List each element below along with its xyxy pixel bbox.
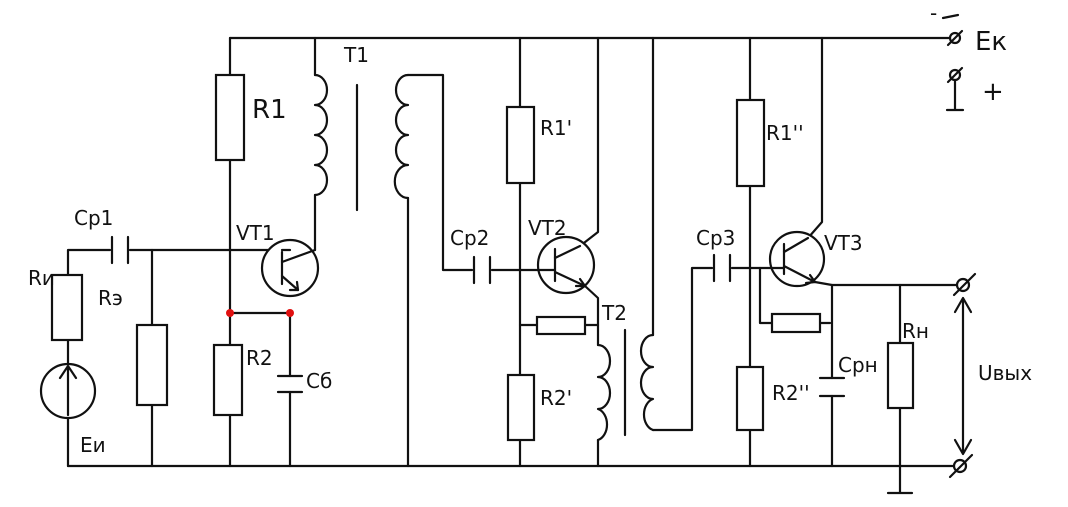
transistor-vt3 [768, 230, 826, 288]
label-t2: T2 [601, 301, 627, 325]
resistor-r2-prime [506, 373, 536, 442]
label-vt1: VT1 [236, 221, 275, 245]
resistors [50, 73, 915, 442]
label-cp1: Cp1 [74, 206, 113, 230]
label-r2: R2 [246, 346, 273, 370]
label-cb: Cб [306, 369, 332, 393]
resistor-feedback-2 [535, 315, 587, 336]
terminals [946, 29, 977, 479]
label-r1: R1 [252, 95, 287, 125]
capacitor-cp3 [712, 253, 732, 283]
label-ek: Eк [975, 27, 1007, 57]
label-minus: - [930, 1, 937, 25]
resistor-load [886, 341, 915, 410]
label-cp2: Cp2 [450, 226, 489, 250]
label-plus: + [982, 77, 1004, 107]
label-cp3: Cp3 [696, 226, 735, 250]
label-r-source: Rи [28, 266, 55, 290]
label-r1-double: R1'' [766, 121, 804, 145]
transformer-t1 [313, 73, 410, 212]
transistor-vt2 [536, 235, 596, 295]
resistor-r1 [214, 73, 246, 162]
capacitor-cp1 [110, 235, 130, 265]
label-cpn: Cpн [838, 353, 878, 377]
label-vt3: VT3 [824, 231, 863, 255]
resistor-r2-double [735, 365, 765, 432]
junction-node-left [226, 309, 234, 317]
transformer-t2 [596, 328, 655, 442]
label-r2-double: R2'' [772, 381, 810, 405]
capacitor-cp2 [472, 255, 492, 285]
label-e-source: Eи [80, 433, 106, 457]
resistor-r1-prime [505, 105, 536, 185]
wires [66, 13, 965, 495]
capacitor-cb [276, 374, 304, 394]
capacitor-cpn [818, 376, 846, 398]
resistor-feedback-3 [770, 312, 822, 334]
label-r-base: Rэ [98, 286, 123, 310]
label-rn: Rн [902, 319, 929, 343]
label-vt2: VT2 [528, 216, 567, 240]
resistor-r-source [50, 273, 84, 342]
labels: Rи Rэ Eи Cp1 R1 R2 VT1 Cб T1 Cp2 VT2 R1'… [28, 1, 1032, 457]
junction-node-right [286, 309, 294, 317]
resistor-r-base [135, 323, 169, 407]
output-voltage-arrow [953, 296, 973, 456]
label-t1: T1 [343, 43, 369, 67]
resistor-r1-double [735, 98, 766, 188]
label-uout: Uвых [978, 361, 1032, 385]
capacitors [110, 235, 846, 398]
transistor-vt1 [260, 238, 320, 298]
label-r1-prime: R1' [540, 116, 572, 140]
resistor-r2 [212, 343, 244, 417]
voltage-source [39, 362, 97, 420]
label-r2-prime: R2' [540, 386, 572, 410]
